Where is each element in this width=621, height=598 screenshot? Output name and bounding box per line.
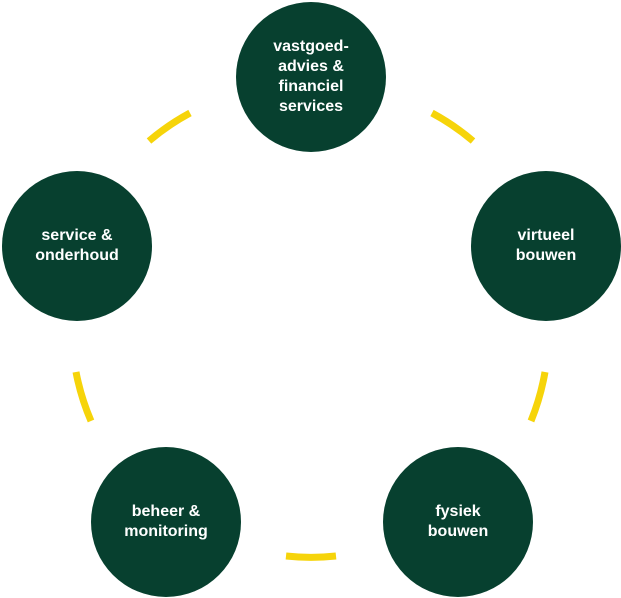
connector-arc-1	[430, 109, 476, 144]
connector-arc-5	[146, 109, 192, 144]
connector-arc-3	[285, 552, 337, 561]
node-label: fysiek bouwen	[427, 503, 489, 540]
node-virtual-building: virtueel bouwen	[471, 171, 621, 321]
node-physical-building: fysiek bouwen	[383, 447, 533, 597]
node-service-maintenance: service & onderhoud	[2, 171, 152, 321]
node-label: beheer & monitoring	[124, 503, 208, 540]
node-label: virtueel bouwen	[515, 227, 577, 264]
connector-arc-2	[527, 371, 549, 423]
connector-arc-4	[72, 371, 95, 423]
node-label: vastgoed- advies & financiel services	[273, 38, 349, 115]
node-real-estate-advice: vastgoed- advies & financiel services	[236, 2, 386, 152]
node-management-monitoring: beheer & monitoring	[91, 447, 241, 597]
node-label: service & onderhoud	[35, 227, 119, 264]
